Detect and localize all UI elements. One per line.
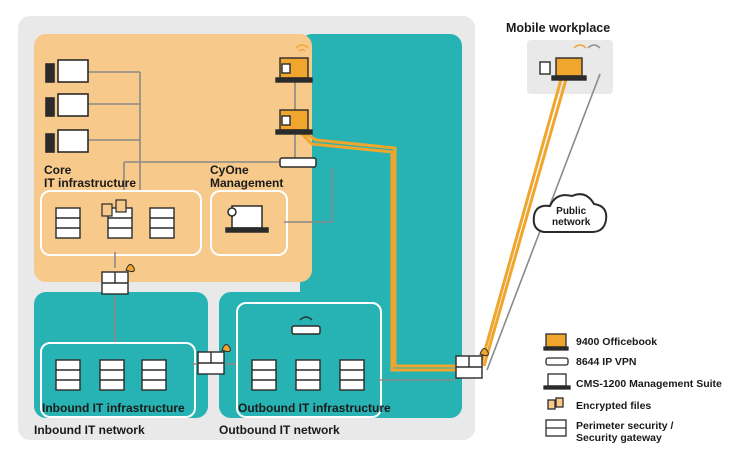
core-servers-box: [40, 190, 202, 256]
encrypted-files-icon: [101, 199, 127, 217]
legend-firewall-label: Perimeter security / Security gateway: [576, 420, 674, 444]
desktop-icon: [45, 59, 89, 153]
server-rack-icon: [55, 207, 365, 391]
public-network-label: Public network: [552, 206, 591, 228]
officebook-icon: [275, 57, 313, 135]
firewall-icon: [101, 271, 483, 379]
inbound-infra-box: [40, 342, 196, 418]
mobile-officebook-icon: [539, 44, 601, 81]
vpn-tunnel-lines: [295, 75, 569, 372]
management-zone-label: CyOne Management: [210, 163, 284, 190]
wifi-icon: [295, 44, 309, 52]
legend-officebook-label: 9400 Officebook: [576, 336, 658, 348]
core-zone-label: Core IT infrastructure: [44, 163, 137, 190]
cloud-icon: [532, 193, 608, 233]
outbound-network-label: Outbound IT network: [219, 423, 340, 437]
ip-vpn-device-icon: [279, 157, 317, 168]
management-suite-icon: [225, 205, 269, 233]
flame-icon: [125, 264, 489, 357]
management-box: [210, 190, 288, 256]
outbound-infra-box: [236, 302, 382, 418]
legend-encrypted-label: Encrypted files: [576, 400, 652, 412]
outbound-network-zone: [219, 292, 462, 418]
legend-ipvpn-label: 8644 IP VPN: [576, 356, 637, 368]
mobile-workplace-label: Mobile workplace: [506, 21, 611, 35]
legend-management-label: CMS-1200 Management Suite: [576, 378, 722, 390]
outbound-infra-label: Outbound IT infrastructure: [238, 401, 391, 415]
legend-icons: [543, 333, 571, 437]
inbound-network-label: Inbound IT network: [34, 423, 145, 437]
inbound-infra-label: Inbound IT infrastructure: [42, 401, 185, 415]
router-icon: [291, 316, 321, 335]
inbound-network-zone: [34, 292, 208, 418]
